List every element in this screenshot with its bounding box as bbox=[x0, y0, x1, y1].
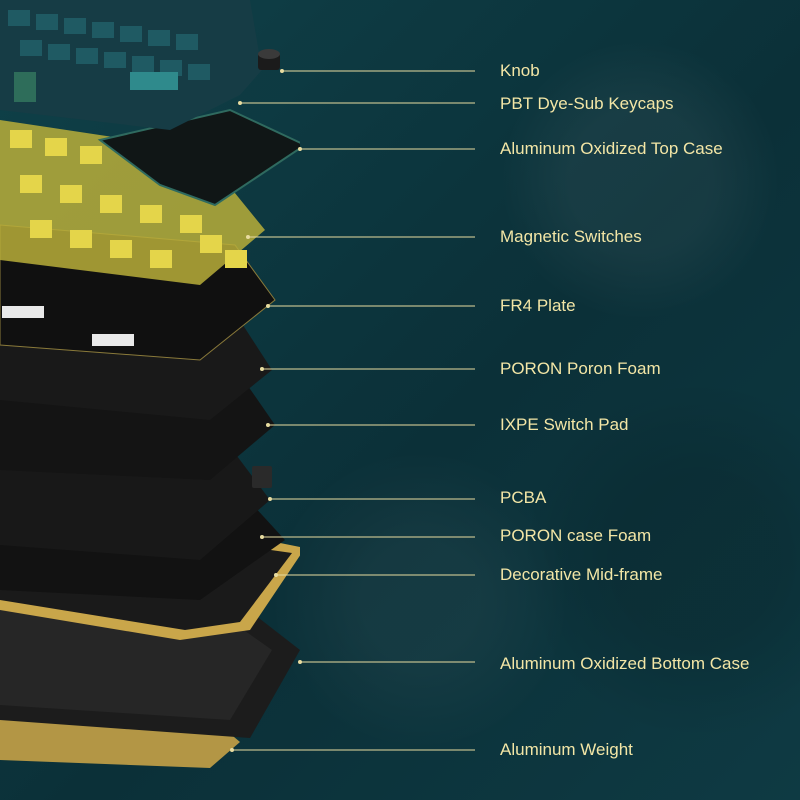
label-switch-pad: IXPE Switch Pad bbox=[500, 415, 629, 434]
label-keycaps: PBT Dye-Sub Keycaps bbox=[500, 94, 674, 113]
encoder-post bbox=[252, 466, 272, 488]
label-case-foam: PORON case Foam bbox=[500, 526, 652, 545]
label-pcba: PCBA bbox=[500, 488, 547, 507]
label-bottom-case: Aluminum Oxidized Bottom Case bbox=[500, 654, 750, 673]
knob bbox=[258, 49, 280, 70]
label-knob: Knob bbox=[500, 61, 540, 80]
label-weight: Aluminum Weight bbox=[500, 740, 633, 759]
label-plate: FR4 Plate bbox=[500, 296, 576, 315]
label-top-case: Aluminum Oxidized Top Case bbox=[500, 139, 723, 158]
label-switches: Magnetic Switches bbox=[500, 227, 642, 246]
label-poron-foam: PORON Poron Foam bbox=[500, 359, 661, 378]
label-mid-frame: Decorative Mid-frame bbox=[500, 565, 663, 584]
leader-lines bbox=[232, 70, 475, 751]
top-case-layer bbox=[97, 108, 300, 207]
stabilizer bbox=[2, 306, 44, 318]
stabilizer bbox=[92, 334, 134, 346]
